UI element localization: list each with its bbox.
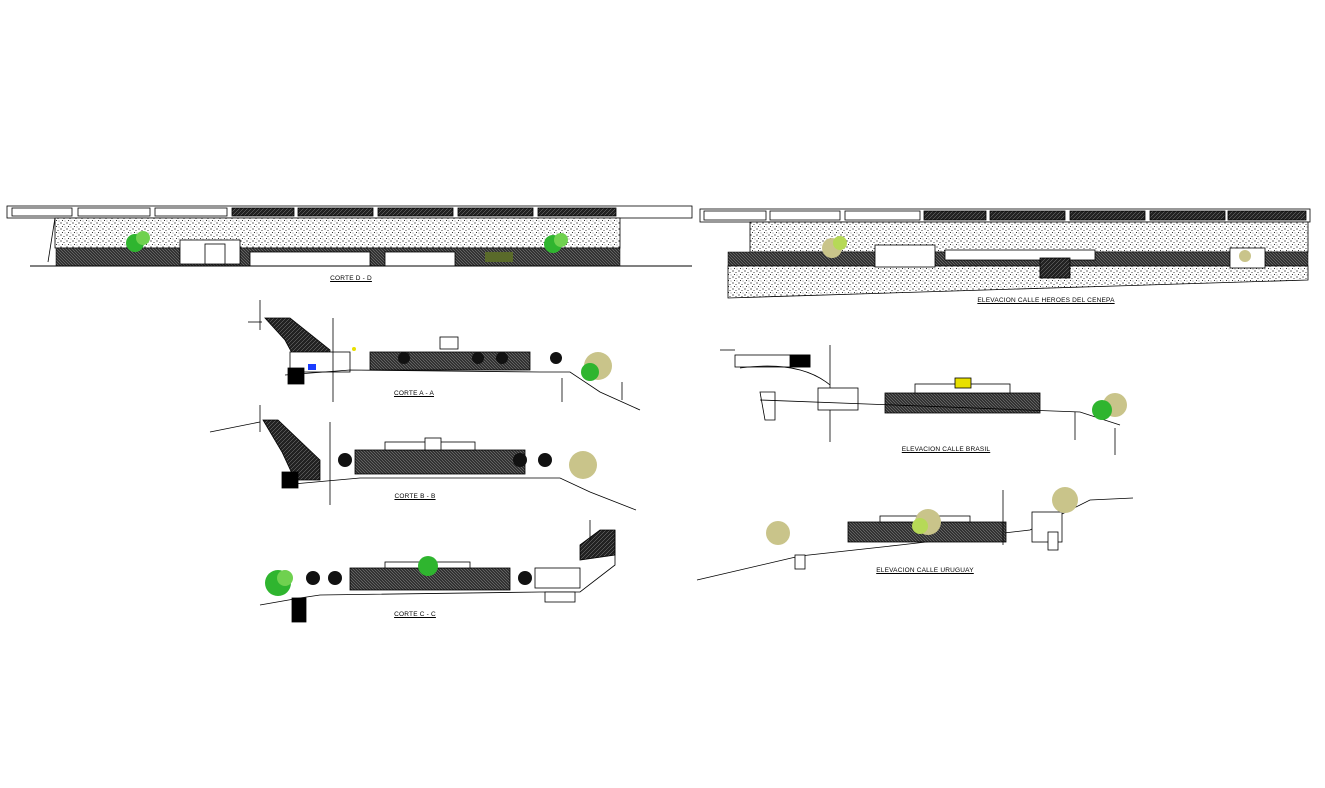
section-corte-bb [209, 405, 637, 511]
trees-corte-cc [265, 556, 532, 596]
trees-corte-bb [338, 451, 597, 479]
section-corte-dd [6, 205, 693, 267]
trees-elevation-uruguay [766, 487, 1078, 545]
label-corte-aa: CORTE A - A [393, 390, 435, 397]
label-corte-dd: CORTE D - D [330, 275, 372, 282]
trees-elevation-brasil [1092, 393, 1127, 420]
label-elev-heroes: ELEVACION CALLE HEROES DEL CENEPA [977, 297, 1115, 304]
trees-corte-aa [352, 347, 612, 381]
trees-corte-dd [126, 231, 568, 262]
section-corte-cc [259, 520, 616, 623]
elevation-brasil [720, 345, 1121, 455]
elevation-heroes [699, 208, 1311, 299]
label-elev-uruguay: ELEVACION CALLE URUGUAY [876, 567, 974, 574]
label-corte-bb: CORTE B - B [394, 493, 436, 500]
section-corte-aa [248, 300, 641, 411]
label-elev-brasil: ELEVACION CALLE BRASIL [901, 446, 991, 453]
label-corte-cc: CORTE C - C [394, 611, 436, 618]
trees-elevation-heroes [822, 236, 1251, 262]
